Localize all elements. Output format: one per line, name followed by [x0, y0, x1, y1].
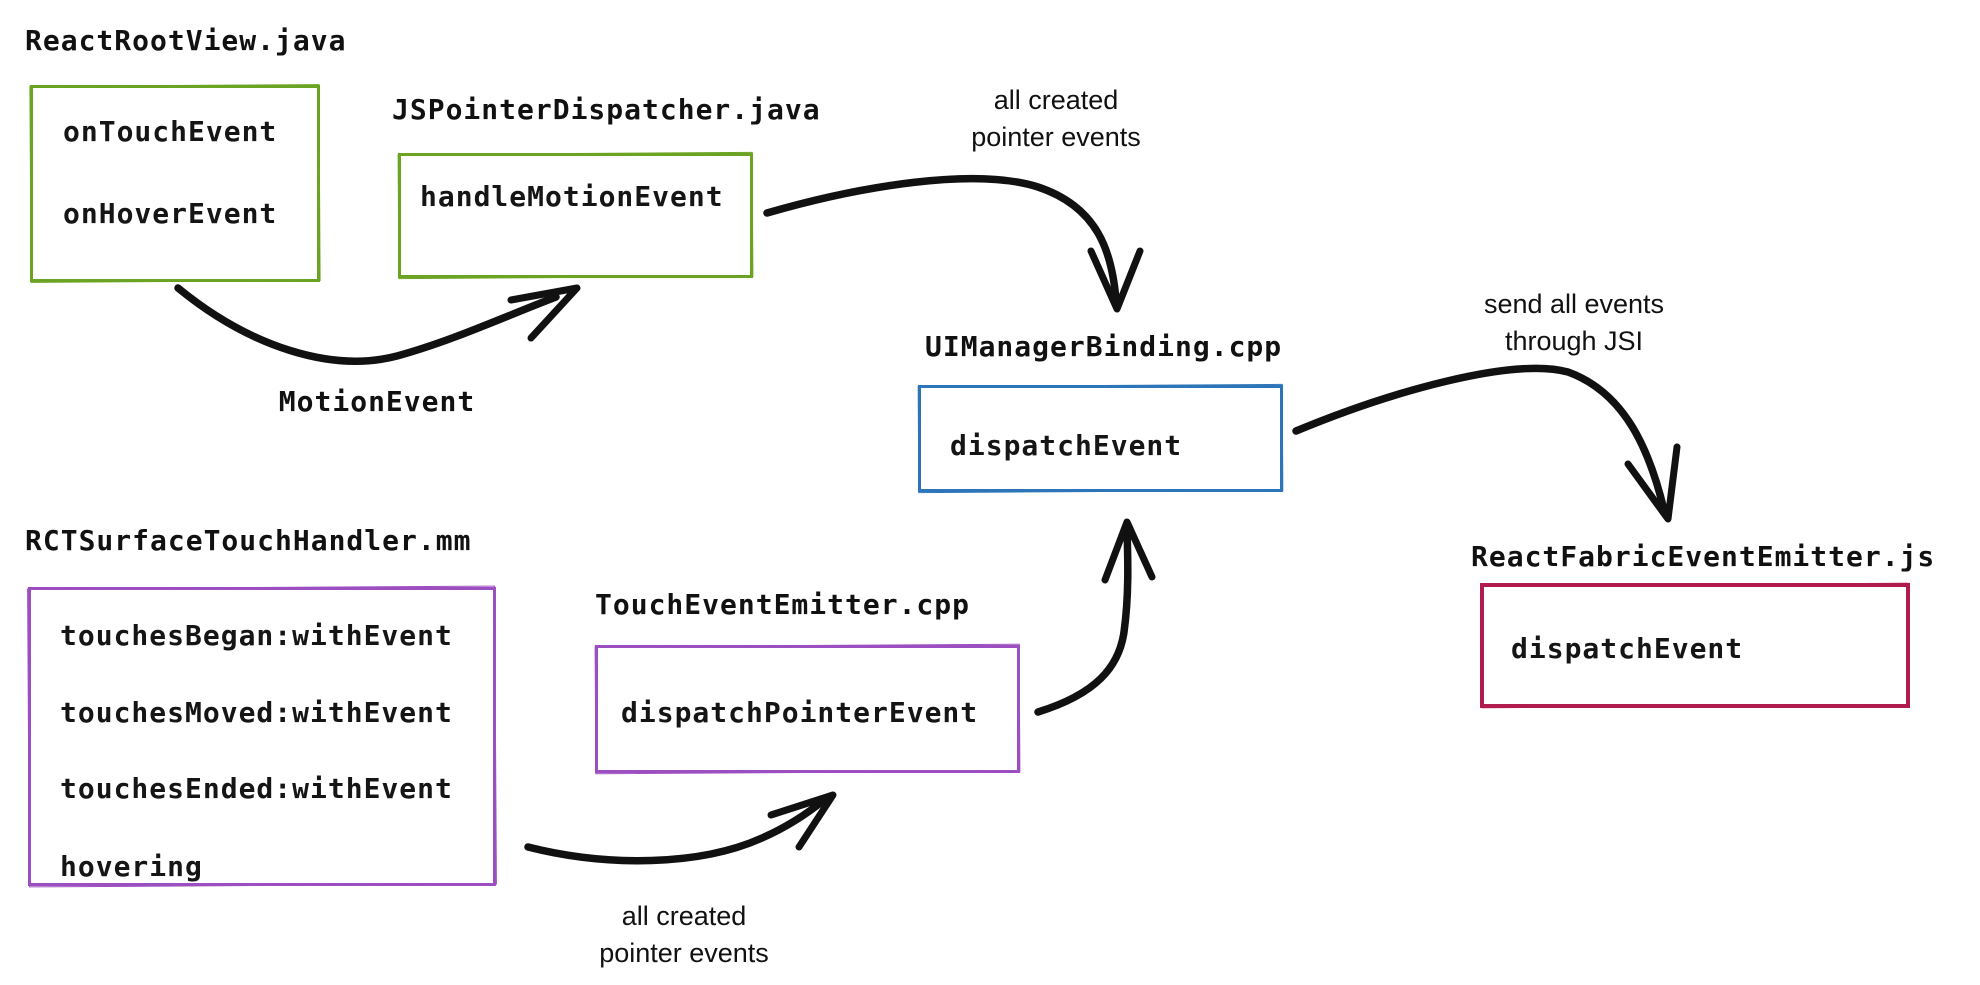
node-rct-surface-touch-handler: touchesBegan:withEvent touchesMoved:with… — [28, 587, 496, 886]
title-rct-surface-touch-handler: RCTSurfaceTouchHandler.mm — [25, 524, 472, 557]
label-line: send all events — [1483, 289, 1665, 319]
arrow-all-created-pointer-events-bottom — [524, 791, 837, 865]
node-ui-manager-binding: dispatchEvent — [918, 385, 1283, 492]
title-ui-manager-binding: UIManagerBinding.cpp — [925, 330, 1283, 363]
node-js-pointer-dispatcher: handleMotionEvent — [398, 153, 753, 278]
method-on-hover-event: onHoverEvent — [63, 197, 278, 230]
method-dispatch-pointer-event: dispatchPointerEvent — [621, 696, 979, 729]
method-dispatch-event-binding: dispatchEvent — [950, 429, 1183, 462]
label-all-created-pointer-events-top: all created pointer events — [930, 82, 1182, 156]
node-react-fabric-event-emitter: dispatchEvent — [1480, 583, 1910, 708]
title-react-fabric-event-emitter: ReactFabricEventEmitter.js — [1471, 540, 1936, 573]
label-all-created-pointer-events-bottom: all created pointer events — [558, 898, 810, 972]
title-react-root-view: ReactRootView.java — [25, 24, 347, 57]
label-send-all-events-through-jsi: send all events through JSI — [1448, 286, 1700, 360]
method-touches-ended: touchesEnded:withEvent — [60, 772, 453, 805]
title-js-pointer-dispatcher: JSPointerDispatcher.java — [392, 93, 821, 126]
method-handle-motion-event: handleMotionEvent — [420, 180, 724, 213]
arrow-all-created-pointer-events-top — [763, 174, 1144, 313]
label-line: pointer events — [971, 122, 1141, 152]
arrow-send-all-events-through-jsi — [1292, 364, 1681, 523]
method-touches-began: touchesBegan:withEvent — [60, 619, 453, 652]
label-motion-event: MotionEvent — [278, 385, 476, 418]
node-touch-event-emitter: dispatchPointerEvent — [595, 645, 1020, 773]
arrow-motion-event — [174, 284, 581, 365]
label-line: all created — [621, 901, 747, 931]
method-on-touch-event: onTouchEvent — [63, 115, 278, 148]
method-dispatch-event-emitter: dispatchEvent — [1511, 632, 1744, 665]
node-react-root-view: onTouchEvent onHoverEvent — [30, 85, 320, 282]
arrow-dispatch-to-binding — [1034, 518, 1156, 716]
label-line: through JSI — [1504, 326, 1644, 356]
label-line: pointer events — [599, 938, 769, 968]
title-touch-event-emitter: TouchEventEmitter.cpp — [595, 588, 971, 621]
method-hovering: hovering — [60, 850, 203, 883]
label-line: all created — [993, 85, 1119, 115]
method-touches-moved: touchesMoved:withEvent — [60, 696, 453, 729]
